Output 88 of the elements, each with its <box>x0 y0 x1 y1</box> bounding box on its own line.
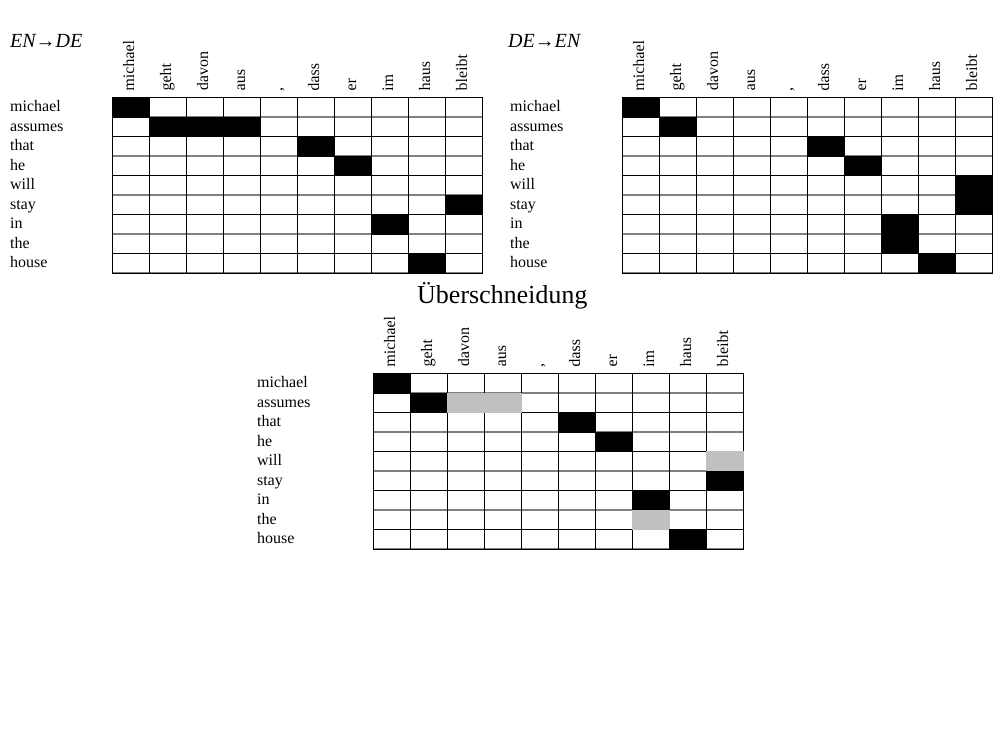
filled-alignment-cell <box>706 451 744 472</box>
column-header: er <box>853 78 871 90</box>
row-header: in <box>510 214 522 234</box>
filled-alignment-cell <box>595 432 633 452</box>
column-header: michael <box>631 40 649 90</box>
filled-alignment-cell <box>334 156 372 176</box>
column-header: haus <box>678 337 696 366</box>
filled-alignment-cell <box>149 116 187 137</box>
row-header: house <box>510 253 548 272</box>
row-header: assumes <box>510 116 564 136</box>
row-header: that <box>10 136 34 156</box>
column-header: dass <box>567 338 585 366</box>
row-header: stay <box>510 194 536 214</box>
filled-alignment-cell <box>918 253 956 274</box>
column-header: , <box>779 86 797 90</box>
column-header: haus <box>417 61 435 90</box>
row-header: will <box>510 175 535 194</box>
row-header: he <box>10 156 26 175</box>
column-header: michael <box>382 316 400 366</box>
filled-alignment-cell <box>447 392 485 413</box>
column-header: aus <box>742 69 760 90</box>
row-header: assumes <box>10 116 64 136</box>
filled-alignment-cell <box>445 194 483 215</box>
column-header: michael <box>121 40 139 90</box>
filled-alignment-cell <box>622 97 660 118</box>
filled-alignment-cell <box>408 253 446 274</box>
column-header: bleibt <box>964 54 982 90</box>
column-header: geht <box>419 338 437 366</box>
column-header: geht <box>668 62 686 90</box>
row-header: will <box>257 451 282 470</box>
row-header: that <box>510 136 534 156</box>
filled-alignment-cell <box>955 175 993 196</box>
filled-alignment-cell <box>669 529 707 550</box>
filled-alignment-cell <box>807 136 845 156</box>
column-header: im <box>641 350 659 366</box>
column-header: dass <box>306 62 324 90</box>
column-header: haus <box>927 61 945 90</box>
row-header: the <box>10 234 30 253</box>
row-header: stay <box>10 194 36 214</box>
row-header: house <box>10 253 48 272</box>
filled-alignment-cell <box>373 373 411 394</box>
filled-alignment-cell <box>881 234 919 254</box>
column-header: davon <box>705 51 723 90</box>
row-header: stay <box>257 470 283 490</box>
row-header: he <box>510 156 526 175</box>
filled-alignment-cell <box>371 214 409 234</box>
filled-alignment-cell <box>659 116 697 137</box>
column-header: , <box>269 86 287 90</box>
row-header: michael <box>10 97 61 116</box>
matrix-title: EN→DE <box>10 30 82 53</box>
column-header: davon <box>195 51 213 90</box>
row-header: the <box>510 234 530 253</box>
filled-alignment-cell <box>955 194 993 215</box>
filled-alignment-cell <box>410 392 448 413</box>
filled-alignment-cell <box>558 412 596 432</box>
column-header: bleibt <box>454 54 472 90</box>
filled-alignment-cell <box>706 470 744 491</box>
row-header: in <box>10 214 22 234</box>
column-header: geht <box>158 62 176 90</box>
filled-alignment-cell <box>223 116 261 137</box>
column-header: dass <box>816 62 834 90</box>
column-header: davon <box>456 327 474 366</box>
column-header: , <box>530 362 548 366</box>
row-header: michael <box>510 97 561 116</box>
filled-alignment-cell <box>844 156 882 176</box>
column-header: aus <box>232 69 250 90</box>
filled-alignment-cell <box>297 136 335 156</box>
filled-alignment-cell <box>632 510 670 530</box>
column-header: aus <box>493 345 511 366</box>
row-header: michael <box>257 373 308 392</box>
row-header: house <box>257 529 294 548</box>
matrix-title: DE→EN <box>508 30 580 53</box>
row-header: in <box>257 490 270 510</box>
row-header: assumes <box>257 392 310 412</box>
column-header: er <box>604 354 622 366</box>
column-header: er <box>343 78 361 90</box>
column-header: im <box>890 74 908 90</box>
row-header: the <box>257 510 277 529</box>
filled-alignment-cell <box>112 97 150 118</box>
column-header: im <box>380 74 398 90</box>
row-header: will <box>10 175 35 194</box>
row-header: he <box>257 432 272 451</box>
matrix-title: Überschneidung <box>417 280 588 310</box>
filled-alignment-cell <box>881 214 919 234</box>
row-header: that <box>257 412 281 432</box>
column-header: bleibt <box>715 330 733 366</box>
filled-alignment-cell <box>632 490 670 510</box>
filled-alignment-cell <box>484 392 522 413</box>
